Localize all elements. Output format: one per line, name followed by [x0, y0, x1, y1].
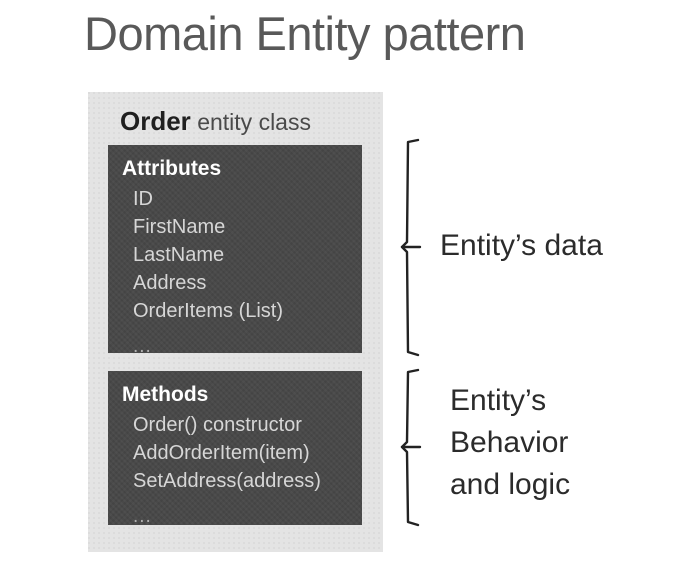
list-item-ellipsis: ...: [133, 336, 152, 357]
attributes-box: Attributes ID FirstName LastName Address…: [108, 145, 362, 357]
list-item: ID: [133, 188, 153, 210]
entity-class-name: Order: [120, 106, 191, 136]
annotation-entity-data-label: Entity’s data: [440, 229, 603, 262]
methods-list: Order() constructor AddOrderItem(item) S…: [108, 411, 362, 527]
page-title: Domain Entity pattern: [84, 7, 526, 60]
list-item: Address: [133, 272, 207, 294]
curly-brace-icon: [400, 368, 422, 527]
entity-class-header: Order entity class: [120, 106, 311, 137]
entity-class-suffix: entity class: [190, 109, 311, 135]
list-item: AddOrderItem(item): [133, 442, 310, 464]
list-item-ellipsis: ...: [133, 506, 152, 527]
annotation-entity-behavior-label: Entity’s Behavior and logic: [450, 380, 570, 506]
list-item: OrderItems (List): [133, 300, 284, 322]
attributes-heading: Attributes: [122, 157, 222, 180]
attributes-list: ID FirstName LastName Address OrderItems…: [108, 185, 362, 357]
list-item: Order() constructor: [133, 414, 302, 436]
order-entity-container: Order entity class Attributes ID FirstNa…: [88, 92, 383, 552]
annotation-group-entity-behavior: Entity’s Behavior and logic: [400, 368, 570, 528]
list-item: FirstName: [133, 216, 226, 238]
annotation-behavior-line-3: and logic: [450, 468, 571, 501]
curly-brace-icon: [400, 138, 422, 357]
methods-box: Methods Order() constructor AddOrderItem…: [108, 371, 362, 527]
methods-heading: Methods: [122, 383, 209, 406]
list-item: SetAddress(address): [133, 470, 321, 492]
annotation-group-entity-data: Entity’s data: [400, 138, 603, 358]
annotation-behavior-line-2: Behavior: [450, 426, 569, 459]
annotation-behavior-line-1: Entity’s: [450, 384, 547, 417]
list-item: LastName: [133, 244, 225, 266]
